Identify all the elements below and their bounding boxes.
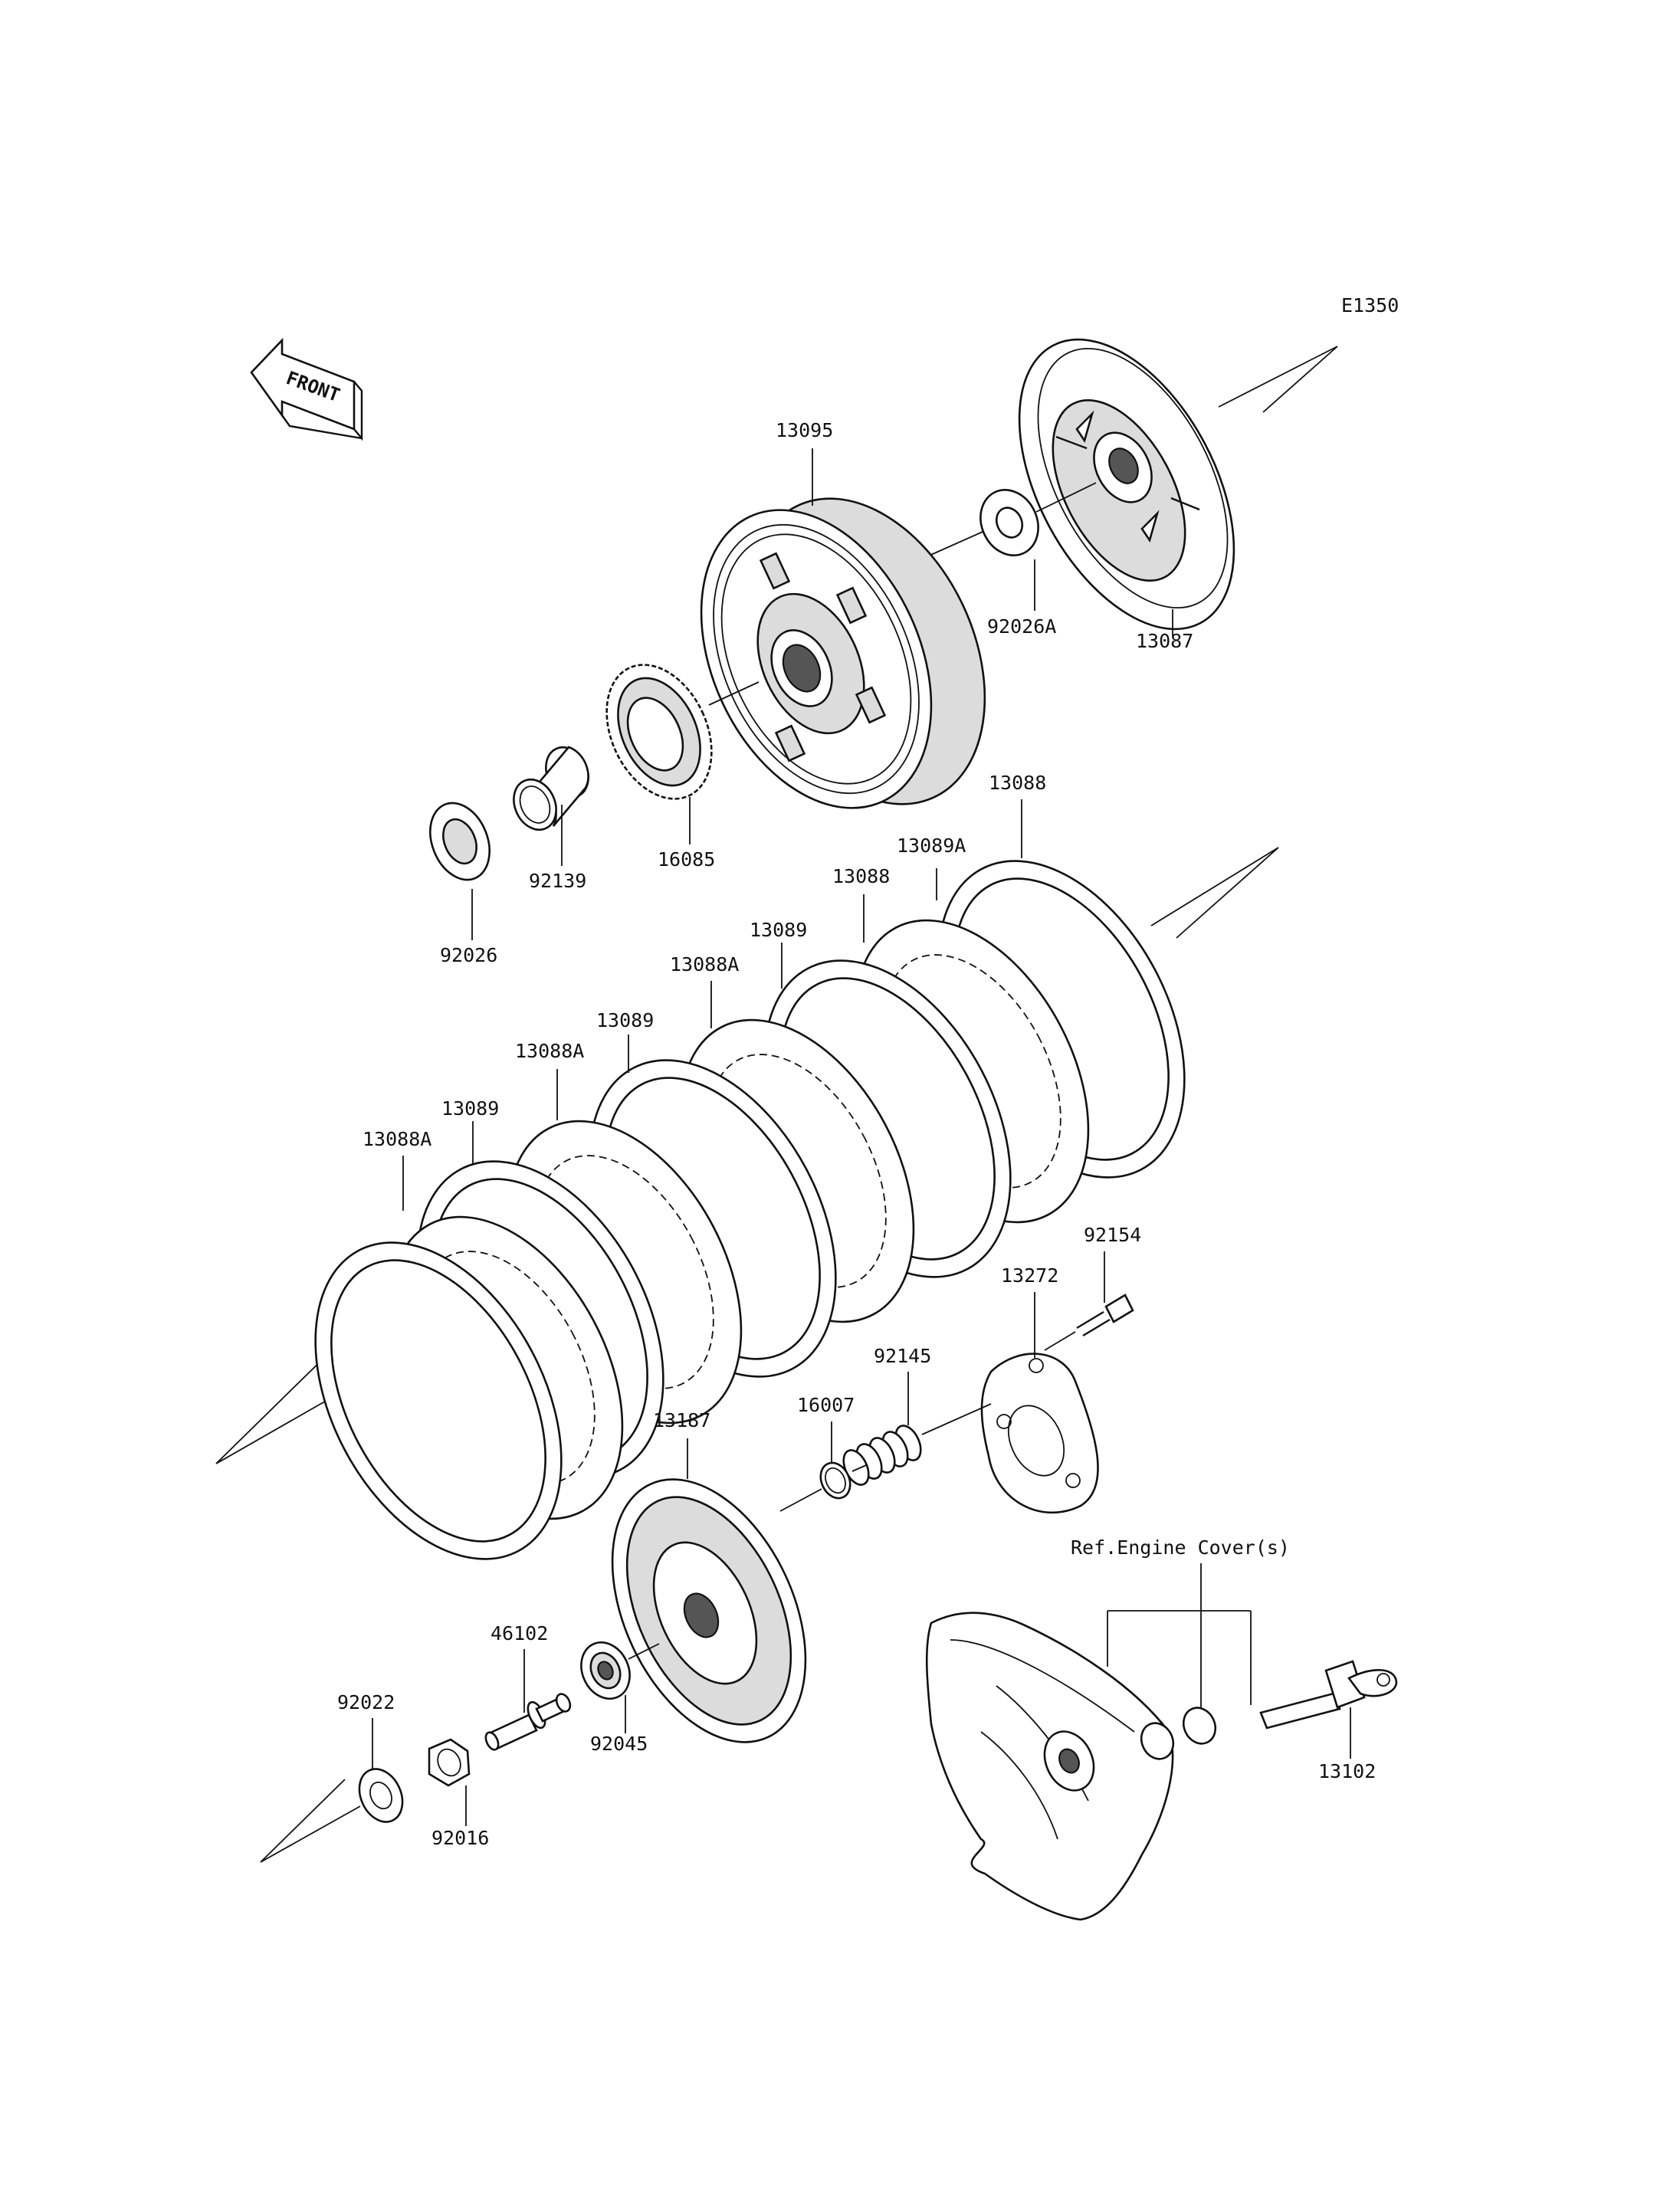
- clutch-plate-stack: [215, 847, 1279, 1560]
- label-92139: 92139: [529, 870, 586, 892]
- label-13088-top: 13088: [989, 772, 1046, 794]
- label-13089A: 13089A: [897, 835, 966, 857]
- gear-16085: [605, 664, 760, 800]
- front-arrow-icon: FRONT: [250, 337, 363, 441]
- washer-92026: [429, 802, 491, 881]
- pressure-plate-13187: [611, 1478, 807, 1743]
- nut-92016: [428, 1738, 471, 1787]
- friction-plate-13088A-c: [314, 1241, 563, 1560]
- label-13088A-b: 13088A: [515, 1040, 584, 1062]
- sleeve-92139: [513, 746, 589, 831]
- diagram-code: E1350: [1341, 294, 1399, 316]
- label-13087: 13087: [1136, 630, 1193, 652]
- label-92016: 92016: [431, 1827, 489, 1849]
- label-13272: 13272: [1001, 1264, 1058, 1287]
- leader-lines: [372, 448, 1351, 1826]
- label-13089-a: 13089: [750, 919, 807, 941]
- washer-92026A: [911, 482, 1097, 564]
- label-13088A-a: 13088A: [670, 953, 739, 976]
- label-46102: 46102: [491, 1622, 548, 1644]
- label-92022: 92022: [337, 1691, 395, 1713]
- lifter-plate-13272: [980, 1353, 1099, 1514]
- bolt-92154: [1044, 1294, 1134, 1351]
- label-92026A: 92026A: [987, 615, 1056, 638]
- label-16007: 16007: [797, 1394, 855, 1416]
- label-92045: 92045: [590, 1733, 648, 1755]
- ring-16007: [779, 1461, 851, 1512]
- pushrod-46102: [484, 1693, 572, 1751]
- engine-cover-reference: [925, 1612, 1217, 1921]
- bearing-92045: [580, 1641, 660, 1700]
- clutch-basket-13095: [700, 497, 986, 809]
- label-13095: 13095: [776, 419, 833, 441]
- label-13102: 13102: [1318, 1760, 1376, 1782]
- part-labels: 13095 13087 92026A 16085 92139 92026 130…: [337, 419, 1376, 1849]
- label-13088A-c: 13088A: [363, 1128, 431, 1150]
- spring-92145: [842, 1403, 992, 1486]
- label-13088-mid: 13088: [832, 865, 890, 887]
- label-92026: 92026: [440, 944, 497, 966]
- label-92145: 92145: [874, 1345, 931, 1367]
- shaft-13102: [1259, 1660, 1398, 1730]
- label-13089-c: 13089: [441, 1097, 499, 1120]
- label-13187: 13187: [653, 1409, 710, 1431]
- label-92154: 92154: [1084, 1224, 1141, 1246]
- clutch-housing-13087: [1018, 338, 1338, 631]
- label-16085: 16085: [658, 848, 715, 871]
- washer-92022: [260, 1768, 404, 1863]
- label-ref-engine-cover: Ref.Engine Cover(s): [1071, 1536, 1290, 1559]
- label-13089-b: 13089: [596, 1009, 654, 1031]
